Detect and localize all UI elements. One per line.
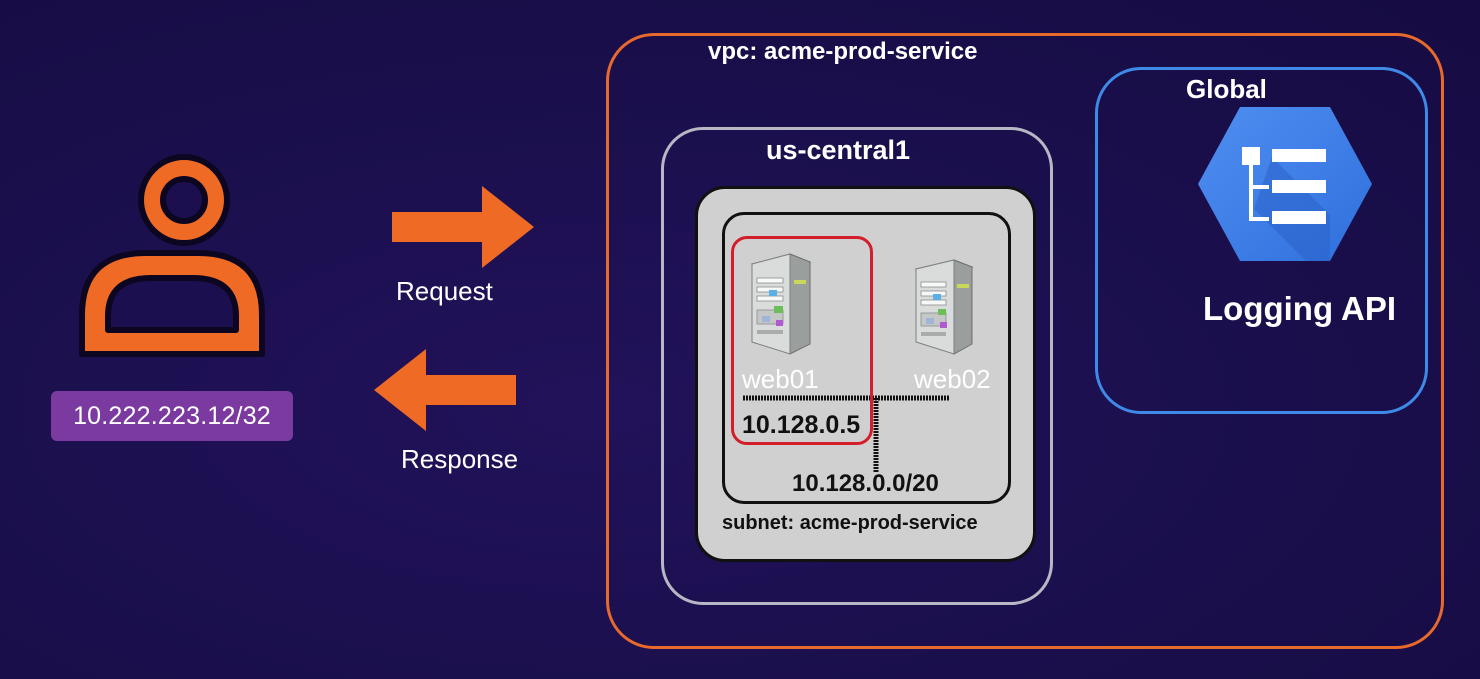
web01-ip: 10.128.0.5: [742, 411, 861, 439]
global-container: [1095, 67, 1428, 414]
subnet-cidr: 10.128.0.0/20: [792, 470, 939, 497]
web02-label: web02: [914, 364, 991, 394]
logging-api-label: Logging API: [1203, 290, 1397, 327]
network-lines: [743, 395, 949, 472]
subnet-inner-frame: [722, 212, 1011, 504]
request-label: Request: [396, 276, 493, 306]
server-icon: [750, 253, 812, 355]
person-icon: [79, 154, 265, 357]
global-label: Global: [1186, 74, 1267, 104]
client-ip-badge: 10.222.223.12/32: [51, 391, 293, 441]
region-label: us-central1: [766, 135, 911, 165]
web01-label: web01: [742, 364, 819, 394]
request-arrow-icon: [392, 186, 534, 268]
logging-api-icon: [1198, 107, 1372, 261]
region-container: [661, 127, 1053, 605]
subnet-label: subnet: acme-prod-service: [722, 512, 978, 534]
web01-highlight: [731, 236, 873, 445]
response-arrow-icon: [374, 349, 516, 431]
server-icon: [914, 259, 974, 355]
response-label: Response: [401, 444, 519, 474]
vpc-container: [606, 33, 1444, 649]
vpc-label: vpc: acme-prod-service: [708, 38, 978, 65]
